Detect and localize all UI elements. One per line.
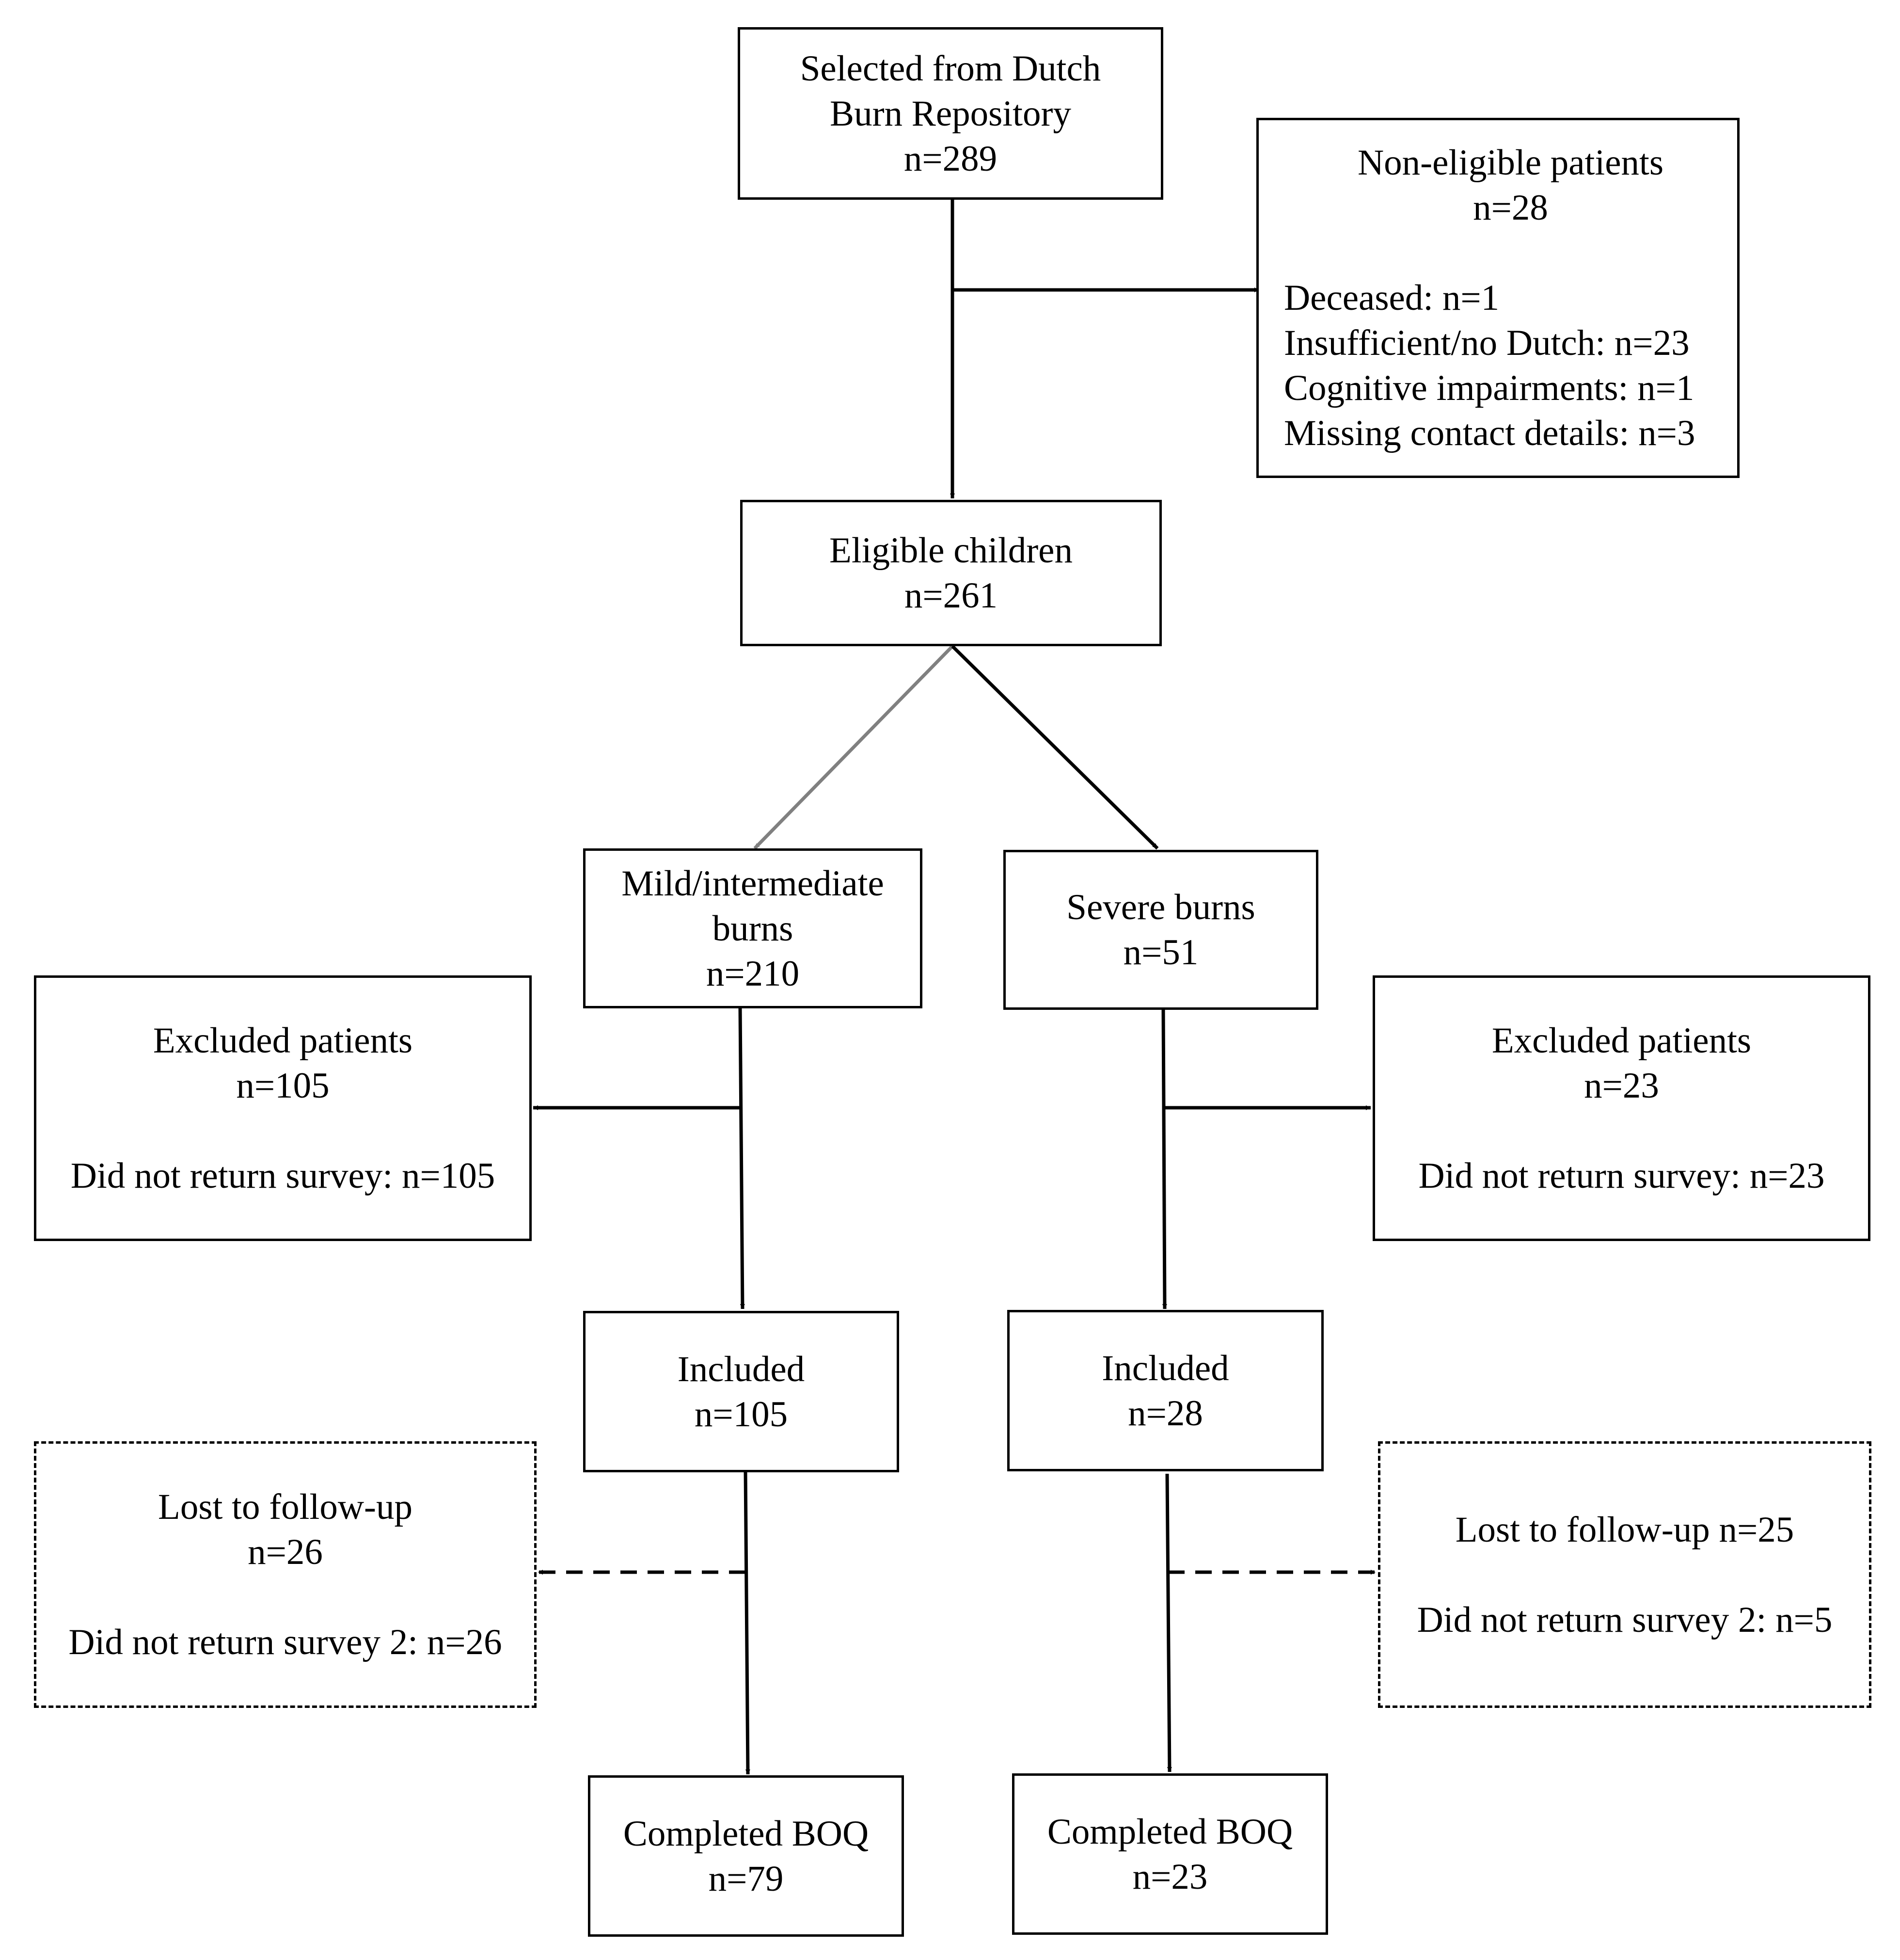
arrow-eligible-to-severe <box>951 645 1159 850</box>
included-left-label: Included <box>677 1349 805 1389</box>
excluded-right-count: n=23 <box>1584 1066 1659 1106</box>
lost-left-title: Lost to follow-up <box>158 1487 412 1527</box>
selected-line-2: Burn Repository <box>830 93 1071 134</box>
lost-followup-right-box: Lost to follow-up n=25 Did not return su… <box>1378 1441 1871 1708</box>
selected-count: n=289 <box>903 138 998 179</box>
completed-right-label: Completed BOQ <box>1047 1811 1293 1852</box>
lost-left-count: n=26 <box>248 1532 323 1572</box>
completed-left-box: Completed BOQ n=79 <box>588 1775 904 1937</box>
non-eligible-detail-deceased: Deceased: n=1 <box>1284 278 1500 318</box>
arrow-included-to-completed-right <box>1165 1473 1172 1772</box>
arrow-eligible-to-mild <box>753 645 954 850</box>
excluded-left-title: Excluded patients <box>153 1020 413 1061</box>
excluded-left-detail: Did not return survey: n=105 <box>70 1156 495 1196</box>
mild-label-1: Mild/intermediate <box>621 863 884 904</box>
included-left-count: n=105 <box>694 1394 788 1434</box>
lost-left-detail: Did not return survey 2: n=26 <box>68 1622 502 1662</box>
selected-box: Selected from Dutch Burn Repository n=28… <box>738 27 1163 200</box>
eligible-box: Eligible children n=261 <box>740 500 1162 646</box>
excluded-right-title: Excluded patients <box>1491 1020 1752 1061</box>
severe-burns-box: Severe burns n=51 <box>1003 850 1318 1010</box>
arrow-mild-to-included <box>738 1007 745 1309</box>
arrow-included-to-completed-left <box>744 1470 750 1775</box>
lost-followup-left-box: Lost to follow-up n=26 Did not return su… <box>34 1441 537 1708</box>
excluded-left-box: Excluded patients n=105 Did not return s… <box>34 975 532 1241</box>
mild-label-2: burns <box>712 908 793 949</box>
arrow-severe-to-included <box>1161 1008 1167 1309</box>
severe-label: Severe burns <box>1066 887 1255 927</box>
mild-count: n=210 <box>706 953 800 994</box>
completed-left-label: Completed BOQ <box>623 1813 869 1854</box>
included-right-count: n=28 <box>1128 1393 1203 1434</box>
selected-line-1: Selected from Dutch <box>800 48 1101 89</box>
completed-left-count: n=79 <box>708 1858 784 1899</box>
included-right-label: Included <box>1102 1348 1229 1388</box>
non-eligible-detail-contact: Missing contact details: n=3 <box>1284 413 1695 453</box>
eligible-count: n=261 <box>904 575 998 616</box>
non-eligible-detail-language: Insufficient/no Dutch: n=23 <box>1284 323 1690 363</box>
non-eligible-box: Non-eligible patients n=28 Deceased: n=1… <box>1256 118 1740 478</box>
excluded-left-count: n=105 <box>236 1066 330 1106</box>
lost-right-detail: Did not return survey 2: n=5 <box>1417 1599 1833 1640</box>
completed-right-count: n=23 <box>1132 1856 1208 1897</box>
mild-burns-box: Mild/intermediate burns n=210 <box>583 848 922 1008</box>
non-eligible-detail-cognitive: Cognitive impairments: n=1 <box>1284 368 1694 408</box>
excluded-right-detail: Did not return survey: n=23 <box>1418 1156 1825 1196</box>
included-right-box: Included n=28 <box>1007 1310 1324 1471</box>
non-eligible-title: Non-eligible patients <box>1357 143 1664 183</box>
non-eligible-count: n=28 <box>1473 188 1548 228</box>
excluded-right-box: Excluded patients n=23 Did not return su… <box>1373 975 1870 1241</box>
eligible-label: Eligible children <box>829 530 1073 571</box>
completed-right-box: Completed BOQ n=23 <box>1012 1773 1328 1935</box>
lost-right-title: Lost to follow-up n=25 <box>1455 1509 1794 1550</box>
included-left-box: Included n=105 <box>583 1311 899 1472</box>
severe-count: n=51 <box>1123 932 1199 972</box>
